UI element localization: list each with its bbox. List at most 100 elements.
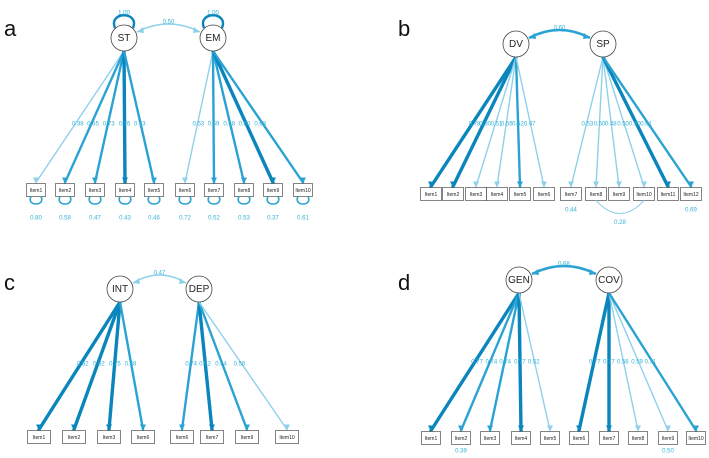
loading-arrowhead-d-7: [606, 425, 612, 432]
item-label-d-10: Item10: [688, 436, 704, 442]
loading-edge-d-1: [429, 291, 521, 433]
latent-label-st: ST: [118, 33, 131, 44]
item-label-a-10: Item10: [295, 188, 311, 194]
item-box-c-5: [170, 430, 194, 444]
residual-loop-a-6: [178, 196, 192, 205]
loading-label-b-10: 0.50: [617, 122, 629, 128]
loading-edge-b-5: [514, 55, 522, 188]
loading-edge-b-7: [570, 56, 604, 188]
latent-node-sp: [589, 30, 617, 58]
loading-label-b-7: 0.53: [582, 122, 594, 128]
loading-arrowhead-d-1: [428, 425, 434, 432]
loading-label-c-4: 0.68: [125, 362, 137, 368]
item-box-a-10: [293, 183, 313, 197]
loading-label-c-5: 0.74: [185, 362, 197, 368]
item-box-b-11: [657, 187, 679, 201]
loading-arrowhead-d-5: [547, 425, 553, 432]
item-box-a-2: [55, 183, 75, 197]
residual-label-a-4: 0.43: [119, 216, 131, 222]
covariance-label-c: 0.47: [154, 271, 166, 277]
item-label-b-12: Item12: [683, 192, 699, 198]
item-label-c-8: Item10: [279, 435, 295, 441]
item-label-c-6: Item7: [206, 435, 219, 441]
loading-edge-b-3: [475, 56, 517, 188]
item-box-a-3: [85, 183, 105, 197]
loading-label-a-10: 0.63: [254, 122, 266, 128]
item-box-b-9: [608, 187, 630, 201]
loading-arrowhead-b-11: [665, 181, 671, 188]
item-box-d-10: [686, 431, 706, 445]
loading-arrowhead-a-8: [241, 177, 247, 184]
covariance-arrow-left-a: [137, 27, 144, 33]
loading-label-a-4: 0.76: [119, 122, 131, 128]
item-box-b-4: [486, 187, 508, 201]
item-label-d-7: Item7: [603, 436, 616, 442]
item-box-c-6: [200, 430, 224, 444]
residual-loop-a-2: [58, 196, 72, 205]
loading-label-a-8: 0.68: [223, 122, 235, 128]
covariance-arrow-right-a: [193, 27, 200, 33]
panel-label-b: b: [398, 16, 411, 41]
loading-edge-b-2: [451, 55, 518, 189]
loading-arrowhead-b-8: [593, 181, 599, 188]
item-box-a-4: [115, 183, 135, 197]
loading-edge-d-2: [459, 291, 521, 432]
loading-label-c-1: 0.82: [77, 362, 89, 368]
latent-node-dep: [185, 275, 213, 303]
residual-loop-a-9: [266, 196, 280, 205]
item-box-c-7: [235, 430, 259, 444]
loading-edge-a-1: [35, 50, 125, 184]
covariance-label-b: 0.60: [554, 26, 566, 32]
residual-label-b-7: 0.44: [565, 208, 577, 214]
loading-label-c-8: 0.58: [234, 362, 246, 368]
item-label-b-2: Item2: [447, 192, 460, 198]
residual-label-a-9: 0.37: [267, 216, 279, 222]
item-label-b-9: Item9: [613, 192, 626, 198]
loading-edge-b-4: [496, 56, 517, 188]
item-label-d-2: Item2: [455, 436, 468, 442]
item-box-c-4: [131, 430, 155, 444]
loading-label-a-1: 0.38: [72, 122, 84, 128]
item-label-a-8: Item8: [238, 188, 251, 194]
item-box-d-5: [540, 431, 560, 445]
item-box-c-8: [275, 430, 299, 444]
loading-edge-d-8: [608, 292, 639, 432]
item-label-c-2: Item2: [68, 435, 81, 441]
loading-edge-a-8: [211, 49, 246, 184]
loading-arrowhead-b-10: [641, 181, 647, 188]
loading-arrowhead-c-2: [71, 424, 77, 431]
loading-arrowhead-d-4: [518, 425, 524, 432]
loading-arrowhead-a-4: [122, 177, 128, 184]
loading-arrowhead-a-1: [33, 177, 39, 184]
loading-label-b-6: 0.47: [524, 122, 536, 128]
item-box-b-12: [680, 187, 702, 201]
item-label-b-11: Item11: [661, 192, 676, 198]
latent-node-em: [199, 24, 227, 52]
loading-edge-a-7: [211, 49, 216, 184]
covariance-label-d: 0.68: [558, 262, 570, 268]
loading-arrowhead-b-6: [541, 181, 547, 188]
residual-loop-a-10: [296, 196, 310, 205]
loading-arrowhead-b-1: [428, 181, 434, 188]
item-label-b-6: Item6: [538, 192, 551, 198]
loading-label-d-8: 0.56: [617, 360, 629, 366]
loading-arrowhead-a-5: [151, 177, 157, 184]
loading-edge-b-10: [602, 56, 645, 188]
variance-loop-em: [201, 14, 225, 29]
loading-label-b-9: 0.48: [605, 122, 617, 128]
item-label-b-1: Item1: [425, 192, 438, 198]
residual-label-a-3: 0.47: [89, 216, 101, 222]
residual-label-a-1: 0.80: [30, 216, 42, 222]
variance-loop-st: [112, 14, 136, 29]
loading-label-b-8: 0.50: [594, 122, 606, 128]
loading-arrowhead-a-9: [270, 177, 276, 184]
item-box-c-2: [62, 430, 86, 444]
item-label-d-9: Item9: [662, 436, 675, 442]
loading-arrowhead-c-3: [106, 424, 112, 431]
loading-arrowhead-b-2: [450, 181, 456, 188]
item-label-c-7: Item9: [241, 435, 254, 441]
item-box-d-9: [658, 431, 678, 445]
item-box-d-6: [569, 431, 589, 445]
loading-edge-c-7: [197, 300, 249, 431]
